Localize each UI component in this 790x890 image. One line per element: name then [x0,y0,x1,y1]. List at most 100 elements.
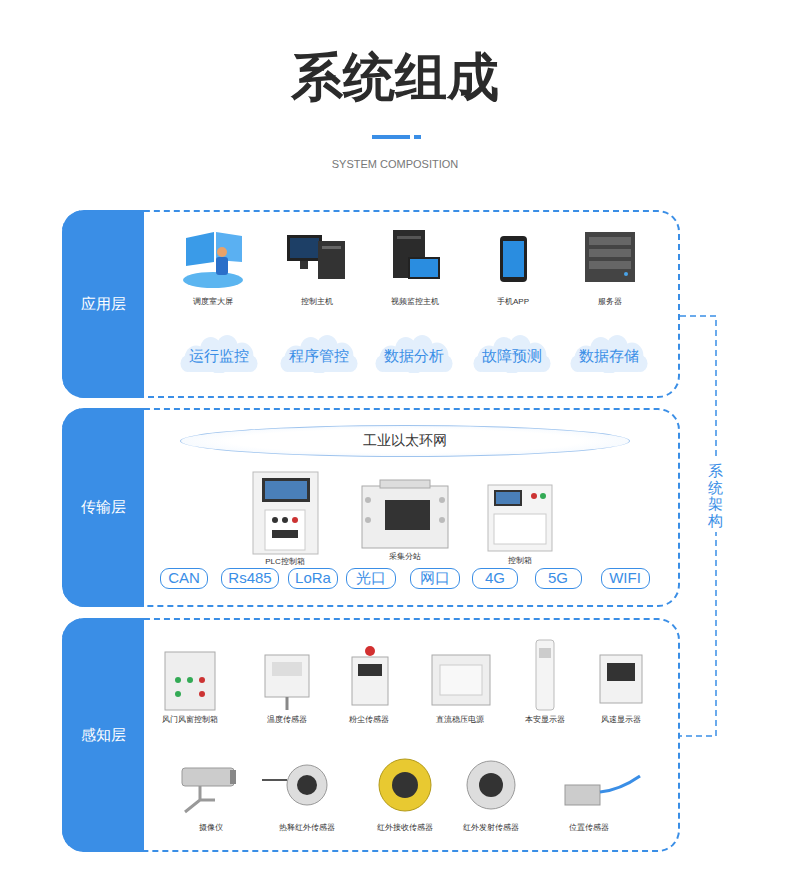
protocol-pill: 5G [535,568,582,589]
pyroelectric-sensor-icon-part [287,765,327,805]
dispatch-screen-icon-part [216,257,228,275]
layer-band: 应用层运行监控程序管控数据分析故障预测数据存储 [62,210,680,398]
layer-tab: 应用层 [62,210,144,398]
device-caption: 采集分站 [389,551,421,562]
collection-substation-icon-part [362,486,448,548]
dc-power-supply-icon [432,655,490,705]
temperature-sensor-icon [265,655,309,710]
node-text: 光口 [356,569,386,587]
layer-tab: 传输层 [62,408,144,607]
function-cloud: 运行监控 [178,335,260,373]
protocol-pill: WIFI [601,568,650,589]
safe-display-icon-part [536,640,554,710]
collection-substation-icon-part [365,497,371,503]
node-text: CAN [168,569,200,587]
protocol-pill: 4G [472,568,518,589]
video-host-icon-part [410,259,438,277]
control-box-icon-part [540,493,546,499]
device-caption: 控制箱 [508,555,532,566]
device-caption: 摄像仪 [199,822,223,833]
control-host-icon-part [300,261,308,269]
dust-sensor-icon [352,646,388,705]
safe-display-icon [536,640,554,710]
layer-band: 感知层 [62,618,680,852]
device-caption: 热释红外传感器 [279,822,335,833]
device-caption: 风门风窗控制箱 [162,714,218,725]
position-sensor-icon [565,776,640,805]
plc-box-icon-part [272,530,298,538]
control-host-icon-part [318,241,345,279]
temperature-sensor-icon-part [272,662,302,676]
dc-power-supply-icon-part [440,665,482,695]
server-icon-part [589,237,631,245]
collection-substation-icon-part [385,500,430,530]
layer-name: 感知层 [81,726,126,745]
control-box-icon-part [496,492,520,504]
dc-power-supply-icon-part [432,655,490,705]
node-text: 4G [485,569,505,587]
device-caption: 位置传感器 [569,822,609,833]
ring-network-ellipse: 工业以太环网 [180,425,630,457]
camera-icon-part [230,770,236,784]
temperature-sensor-icon-part [265,655,309,697]
device-caption: 调度室大屏 [193,296,233,307]
function-cloud: 数据分析 [373,335,455,373]
collection-substation-icon-part [439,497,445,503]
node-text: 故障预测 [482,343,542,366]
dispatch-screen-icon-part [217,247,227,257]
position-sensor-icon-part [600,776,640,792]
node-text: 工业以太环网 [363,432,447,450]
control-box-icon-part [488,485,552,551]
damper-control-box-icon-part [199,691,205,697]
damper-control-box-icon [165,652,215,710]
camera-icon-part [182,768,234,786]
damper-control-box-icon-part [187,677,193,683]
control-box-icon-part [494,490,522,506]
server-icon-part [589,249,631,257]
plc-box-icon-part [292,517,298,523]
device-caption: PLC控制箱 [265,556,305,567]
node-text: LoRa [295,569,331,587]
server-icon-part [585,232,635,282]
ir-emitter-icon-part [467,761,515,809]
collection-substation-icon [362,480,448,548]
function-cloud: 数据存储 [568,335,650,373]
control-host-icon-part [322,246,341,249]
protocol-pill: 光口 [346,568,396,589]
control-box-icon-part [494,514,546,544]
mobile-app-icon-part [503,241,524,277]
server-icon-part [624,272,628,276]
damper-control-box-icon-part [175,691,181,697]
device-caption: 风速显示器 [601,714,641,725]
protocol-pill: 网口 [410,568,460,589]
temperature-sensor-icon-part [286,697,289,710]
wind-speed-display-icon [600,655,642,703]
damper-control-box-icon-part [199,677,205,683]
damper-control-box-icon-part [165,652,215,710]
node-text: Rs485 [228,569,271,587]
ir-receiver-icon-part [392,772,418,798]
function-cloud: 故障预测 [471,335,553,373]
architecture-label: 系统架构 [706,460,725,532]
page-title: 系统组成 [0,42,790,112]
dust-sensor-icon-part [365,646,375,656]
node-text: 运行监控 [189,343,249,366]
device-caption: 手机APP [497,296,529,307]
control-host-icon-part [290,238,319,258]
title-underline [372,135,421,139]
video-host-icon [393,230,440,279]
dust-sensor-icon-part [352,657,388,705]
video-host-icon-part [397,236,421,239]
protocol-pill: CAN [160,568,208,589]
camera-icon-part [185,786,215,812]
node-text: 网口 [420,569,450,587]
device-caption: 本安显示器 [525,714,565,725]
layer-tab: 感知层 [62,618,144,852]
pyroelectric-sensor-icon-part [297,775,317,795]
node-text: WIFI [609,569,641,587]
ir-receiver-icon [379,759,431,811]
ir-emitter-icon [467,761,515,809]
node-text: 5G [548,569,568,587]
ir-receiver-icon-part [379,759,431,811]
